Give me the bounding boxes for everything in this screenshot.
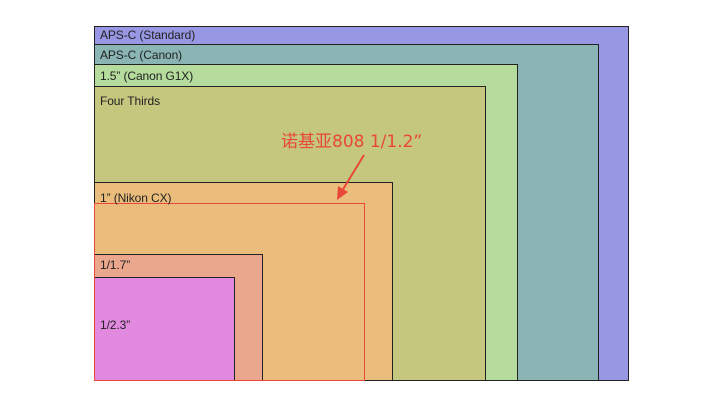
label-1-1-7: 1/1.7” (100, 258, 131, 272)
label-1-2-3: 1/2.3” (100, 318, 131, 332)
label-aps-c-canon: APS-C (Canon) (100, 48, 183, 62)
label-four-thirds: Four Thirds (100, 94, 161, 108)
nokia-808-callout: 诺基亚808 1/1.2” (281, 132, 423, 152)
label-canon-g1x: 1.5” (Canon G1X) (100, 69, 194, 83)
label-aps-c-standard: APS-C (Standard) (100, 28, 196, 42)
sensor-nokia-808-outline (94, 203, 365, 381)
label-nikon-cx: 1” (Nikon CX) (100, 191, 172, 205)
